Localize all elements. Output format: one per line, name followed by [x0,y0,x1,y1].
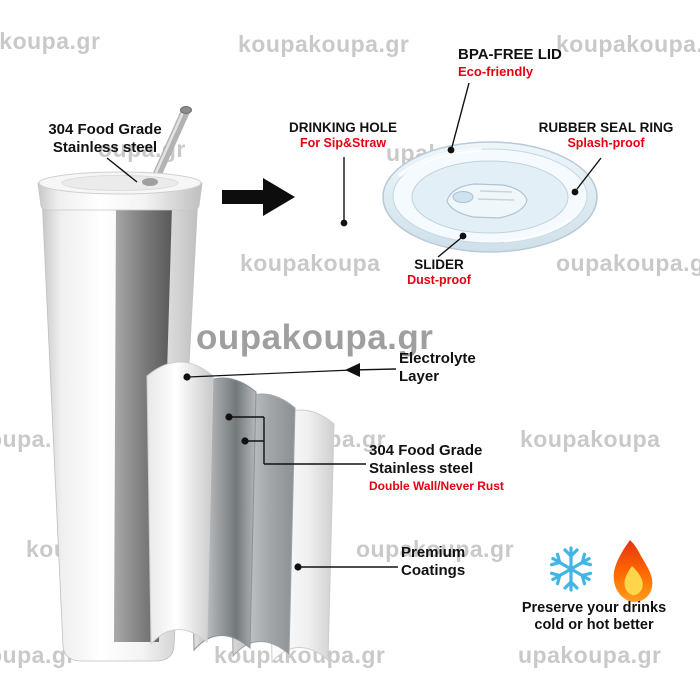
watermark: koupakoupa [240,250,381,276]
left-arrowhead-icon [345,363,360,377]
callout-subtitle: Eco-friendly [458,63,534,79]
watermark: akoupa.gr [0,28,101,54]
callout-title: DRINKING HOLE [289,120,397,135]
watermark: koupakoupa.gr [556,31,700,57]
callout-title-line: Layer [399,367,440,385]
callout-dots [183,146,579,571]
lid-slider-ridge [477,198,515,201]
watermark: oupakoupa.gr [556,250,700,276]
callout-premium-coatings: Premium Coatings [401,544,465,579]
callout-steel-top: 304 Food Grade Stainless steel [36,121,174,156]
callout-title-line: Stainless steel [369,459,474,477]
callout-line-rubber-seal [576,157,602,190]
callout-line-bpa-free [451,82,470,148]
callout-subtitle: Double Wall/Never Rust [369,479,504,494]
callout-slider: SLIDER Dust-proof [397,257,481,288]
callout-title-line: Electrolyte [399,350,476,367]
callout-dot-steel-inner [241,437,249,445]
wall-layer-electrolyte [146,361,214,646]
watermark-large: oupakoupa.gr [196,318,434,357]
watermark: upakoupa.gr [518,642,662,668]
callout-dot-slider [459,232,467,240]
caption-line: Preserve your drinks [521,600,667,616]
lid-slider-ridge [479,190,513,193]
snowflake-icon [548,546,594,592]
callout-electrolyte-layer: Electrolyte Layer [399,350,476,385]
callout-dot-coatings [294,563,302,571]
callout-line-slider [437,237,462,258]
watermark: koupakoupa [520,426,661,452]
watermark: koupakoupa.gr [238,31,410,57]
callout-title-line: Premium [401,544,466,561]
callout-line-electrolyte [187,369,353,378]
watermark: oupakoupa.gr [356,536,515,562]
callout-dot-rubber-seal [571,188,579,196]
callout-subtitle: For Sip&Straw [299,135,387,150]
callout-subtitle: Splash-proof [567,135,645,150]
callout-title: RUBBER SEAL RING [538,120,674,135]
callout-rubber-seal-ring: RUBBER SEAL RING Splash-proof [534,120,678,151]
callout-title: SLIDER [414,257,464,272]
callout-steel-wall: 304 Food Grade Stainless steel Double Wa… [369,442,504,494]
callout-dot-bpa-free [447,146,455,154]
callout-dot-steel-outer [225,413,233,421]
lid-top-view [382,141,598,253]
flame-icon [613,540,653,602]
callout-title-line: 304 Food Grade [48,121,162,138]
preserve-drinks-caption: Preserve your drinks cold or hot better [505,600,683,634]
callout-title-line: Stainless steel [52,138,158,156]
callout-bpa-free-lid: BPA-FREE LID Eco-friendly [458,46,562,79]
tumbler-straw-hole [142,178,158,186]
lid-drinking-hole [452,191,474,203]
callout-dot-drinking-hole [340,219,348,227]
callout-title: BPA-FREE LID [458,46,562,63]
callout-dot-electrolyte [183,373,191,381]
lid-highlight [398,148,482,177]
lid-highlight [503,218,572,243]
callout-drinking-hole: DRINKING HOLE For Sip&Straw [280,120,406,151]
right-arrow-icon [222,178,295,216]
flame-inner [624,566,643,596]
straw-opening [180,106,192,114]
callout-line-steel-top [106,157,138,183]
callout-title-line: 304 Food Grade [369,442,483,459]
tumbler-lid-inner [61,175,179,191]
callout-subtitle: Dust-proof [407,272,471,287]
callout-title-line: Coatings [401,561,466,579]
caption-line: cold or hot better [534,617,654,634]
